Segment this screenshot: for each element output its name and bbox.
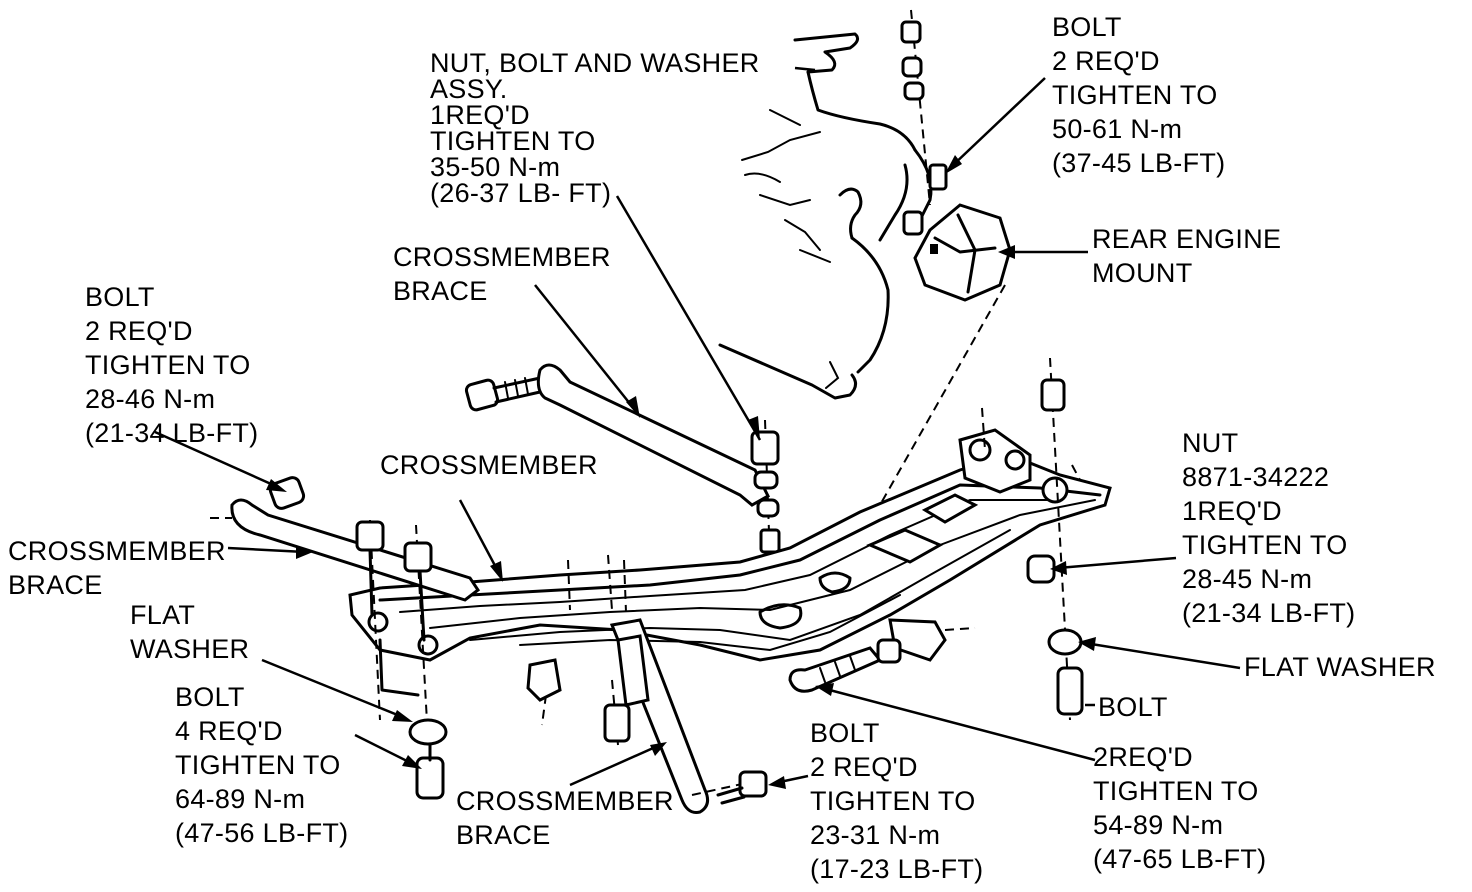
callout-line: 28-45 N-m xyxy=(1182,564,1313,594)
left-crossmember-brace xyxy=(210,476,481,602)
callout-line: 2 REQ'D xyxy=(810,752,918,782)
callout-line: REAR ENGINE xyxy=(1092,224,1282,254)
callout-line: 8871-34222 xyxy=(1182,462,1330,492)
callout-nut-bolt-washer: NUT, BOLT AND WASHER ASSY. 1REQ'D TIGHTE… xyxy=(430,48,760,208)
callout-bolt-right-short: BOLT xyxy=(1098,690,1168,724)
callout-line: BOLT xyxy=(85,282,155,312)
main-crossmember xyxy=(348,428,1112,662)
callout-line: 1REQ'D xyxy=(1182,496,1282,526)
callout-flat-washer-left: FLAT WASHER xyxy=(130,598,249,666)
callout-line: 54-89 N-m xyxy=(1093,810,1224,840)
callout-line: NUT, BOLT AND WASHER xyxy=(430,48,760,78)
callout-bolt-top-right: BOLT 2 REQ'D TIGHTEN TO 50-61 N-m (37-45… xyxy=(1052,10,1225,180)
callout-line: 4 REQ'D xyxy=(175,716,283,746)
middle-bolt-stack xyxy=(750,419,781,561)
callout-nut-right: NUT 8871-34222 1REQ'D TIGHTEN TO 28-45 N… xyxy=(1182,426,1355,630)
callout-line: (17-23 LB-FT) xyxy=(810,854,984,884)
callout-bolt-bottom-center: BOLT 2 REQ'D TIGHTEN TO 23-31 N-m (17-23… xyxy=(810,716,983,886)
callout-line: NUT xyxy=(1182,428,1239,458)
callout-crossmember-brace-bottom: CROSSMEMBER BRACE xyxy=(456,784,674,852)
callout-line: FLAT xyxy=(130,600,196,630)
top-bolt-stack xyxy=(900,9,948,236)
callout-line: BOLT xyxy=(1052,12,1122,42)
callout-line: CROSSMEMBER xyxy=(380,450,598,480)
callout-line: ASSY. xyxy=(430,74,508,104)
callout-crossmember: CROSSMEMBER xyxy=(380,448,598,482)
callout-line: (26-37 LB- FT) xyxy=(430,178,612,208)
callout-line: WASHER xyxy=(130,634,250,664)
callout-line: TIGHTEN TO xyxy=(1182,530,1348,560)
callout-line: CROSSMEMBER xyxy=(456,786,674,816)
callout-line: 23-31 N-m xyxy=(810,820,941,850)
callout-line: 2 REQ'D xyxy=(85,316,193,346)
callout-line: MOUNT xyxy=(1092,258,1193,288)
callout-line: BOLT xyxy=(1098,692,1168,722)
callout-crossmember-brace-top: CROSSMEMBER BRACE xyxy=(393,240,611,308)
callout-line: 28-46 N-m xyxy=(85,384,216,414)
callout-rear-engine-mount: REAR ENGINE MOUNT xyxy=(1092,222,1281,290)
callout-line: (21-34 LB-FT) xyxy=(1182,598,1356,628)
callout-line: BRACE xyxy=(456,820,551,850)
callout-flat-washer-right: FLAT WASHER xyxy=(1244,650,1436,684)
callout-line: 2REQ'D xyxy=(1093,742,1193,772)
callout-line: 1REQ'D xyxy=(430,100,530,130)
callout-line: 64-89 N-m xyxy=(175,784,306,814)
callout-line: (47-65 LB-FT) xyxy=(1093,844,1267,874)
bottom-crossmember-brace xyxy=(603,618,768,814)
bottom-right-bolts xyxy=(788,638,902,693)
callout-line: TIGHTEN TO xyxy=(810,786,976,816)
left-bolt-stacks xyxy=(355,519,448,800)
callout-line: TIGHTEN TO xyxy=(430,126,596,156)
callout-line: BOLT xyxy=(810,718,880,748)
callout-bolt-left: BOLT 2 REQ'D TIGHTEN TO 28-46 N-m (21-34… xyxy=(85,280,258,450)
callout-line: BRACE xyxy=(393,276,488,306)
callout-line: BOLT xyxy=(175,682,245,712)
callout-line: (21-34 LB-FT) xyxy=(85,418,259,448)
callout-bolt-lower-left: BOLT 4 REQ'D TIGHTEN TO 64-89 N-m (47-56… xyxy=(175,680,348,850)
callout-line: TIGHTEN TO xyxy=(1052,80,1218,110)
callout-line: BRACE xyxy=(8,570,103,600)
callout-line: FLAT WASHER xyxy=(1244,652,1436,682)
callout-line: (37-45 LB-FT) xyxy=(1052,148,1226,178)
callout-line: 35-50 N-m xyxy=(430,152,561,182)
rear-engine-mount xyxy=(879,203,1012,506)
center-studs xyxy=(526,554,627,726)
callout-line: TIGHTEN TO xyxy=(85,350,251,380)
callout-line: TIGHTEN TO xyxy=(175,750,341,780)
callout-line: CROSSMEMBER xyxy=(8,536,226,566)
callout-line: TIGHTEN TO xyxy=(1093,776,1259,806)
callout-line: (47-56 LB-FT) xyxy=(175,818,349,848)
callout-bolt-bottom-right: 2REQ'D TIGHTEN TO 54-89 N-m (47-65 LB-FT… xyxy=(1093,740,1266,876)
callout-line: 50-61 N-m xyxy=(1052,114,1183,144)
callout-line: CROSSMEMBER xyxy=(393,242,611,272)
leader-lines xyxy=(154,66,1241,789)
callout-crossmember-brace-left: CROSSMEMBER BRACE xyxy=(8,534,226,602)
callout-line: 2 REQ'D xyxy=(1052,46,1160,76)
